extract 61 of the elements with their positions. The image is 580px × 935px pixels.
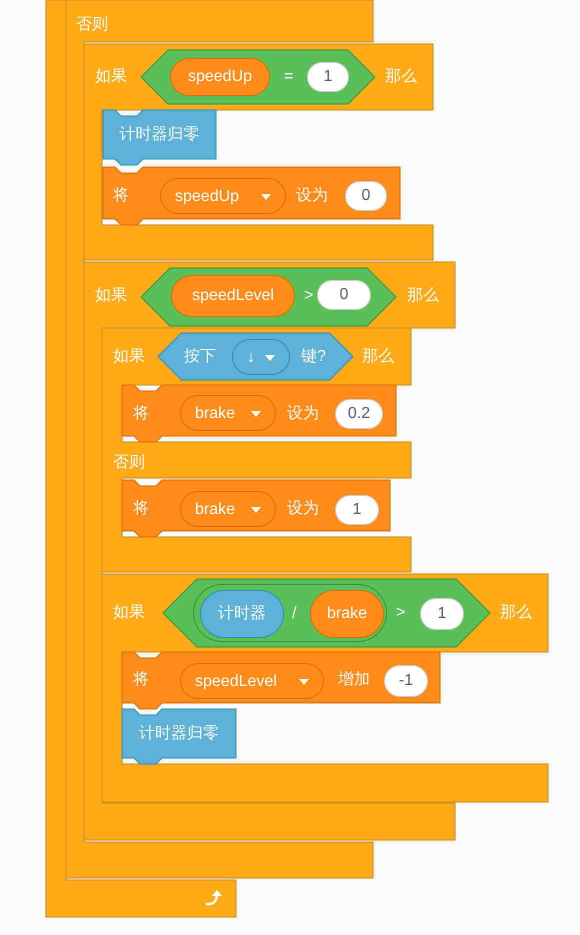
variable-reporter xyxy=(310,590,384,638)
block-label: 设为 xyxy=(296,187,328,205)
block-label: 如果 xyxy=(95,68,127,86)
if-else-block xyxy=(102,328,411,572)
reporter-text: speedUp xyxy=(186,68,254,86)
block-label: 如果 xyxy=(113,348,145,366)
block-label: 那么 xyxy=(362,348,394,366)
if-block xyxy=(102,574,548,802)
block-label: 按下 xyxy=(184,348,216,366)
reset-timer-block xyxy=(103,110,216,165)
reporter-text: brake xyxy=(195,501,236,519)
block-label: 计时器归零 xyxy=(138,724,220,742)
if-block xyxy=(84,44,433,260)
variable-dropdown xyxy=(180,491,276,527)
set-variable-block xyxy=(122,480,390,537)
reporter-text: ↓ xyxy=(247,349,255,367)
block-label: 否则 xyxy=(76,16,108,34)
variable-dropdown xyxy=(180,663,324,699)
block-label: 计时器归零 xyxy=(118,126,200,144)
reporter-text: brake xyxy=(195,405,236,423)
block-label: 如果 xyxy=(113,604,145,622)
block-label: 增加 xyxy=(338,671,370,689)
operator-sign: = xyxy=(284,68,294,86)
set-variable-block xyxy=(103,167,400,225)
number-value: 1 xyxy=(436,605,448,623)
operator-sign: > xyxy=(304,287,314,305)
change-variable-block xyxy=(122,652,440,709)
block-label: 将 xyxy=(133,405,149,423)
block-label: 如果 xyxy=(95,287,127,305)
number-input xyxy=(317,280,371,310)
reporter-text: / xyxy=(292,605,296,623)
number-value: 1 xyxy=(352,501,362,519)
block-label: 将 xyxy=(133,500,149,518)
block-label: 否则 xyxy=(113,454,145,472)
number-value: 1 xyxy=(322,68,334,86)
number-value: 0 xyxy=(338,286,350,304)
block-label: 那么 xyxy=(500,604,532,622)
block-label: 那么 xyxy=(407,287,439,305)
block-label: 将 xyxy=(133,671,149,689)
timer-reporter xyxy=(200,590,284,638)
variable-dropdown xyxy=(180,395,276,431)
reporter-text: speedLevel xyxy=(191,287,275,305)
number-value: -1 xyxy=(398,672,414,690)
variable-reporter xyxy=(171,275,295,317)
block-label: 设为 xyxy=(287,500,319,518)
variable-dropdown xyxy=(160,178,286,214)
reporter-text: speedUp xyxy=(175,188,240,206)
block-label: 设为 xyxy=(287,405,319,423)
block-label: 键? xyxy=(301,348,326,366)
number-value: 0.2 xyxy=(346,405,372,423)
operator-sign: > xyxy=(396,604,406,622)
reporter-text: 计时器 xyxy=(217,605,267,623)
set-variable-block xyxy=(122,385,396,442)
block-label: 那么 xyxy=(385,68,417,86)
division-reporter xyxy=(193,584,387,642)
block-label: 将 xyxy=(113,187,129,205)
number-value: 0 xyxy=(360,187,372,205)
reset-timer-block xyxy=(122,709,236,764)
reporter-text: speedLevel xyxy=(195,673,277,691)
variable-reporter xyxy=(170,58,270,96)
reporter-text: brake xyxy=(326,605,368,623)
